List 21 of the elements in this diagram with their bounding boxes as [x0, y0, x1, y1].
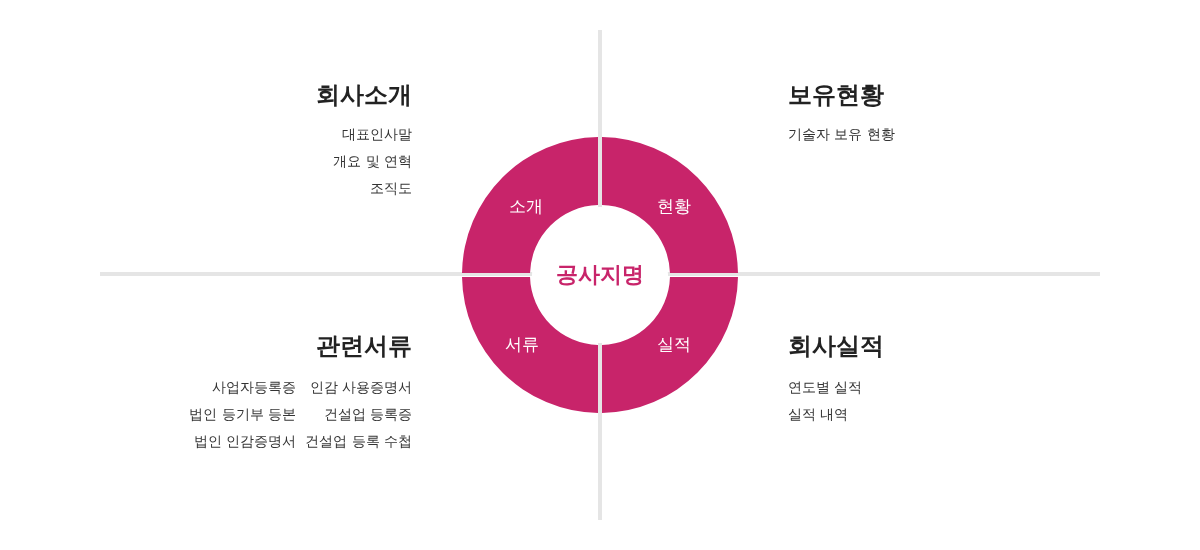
list-item: 사업자등록증	[212, 378, 296, 396]
list-item: 건설업 등록 수첩	[305, 432, 412, 450]
section-heading: 관련서류	[316, 331, 412, 361]
list-item: 법인 등기부 등본	[189, 405, 296, 423]
list-item: 건설업 등록증	[323, 405, 412, 423]
segment-label: 현황	[657, 195, 691, 218]
segment-label: 서류	[505, 333, 539, 356]
list-item: 실적 내역	[788, 405, 849, 423]
section-heading: 회사실적	[788, 331, 884, 361]
segment-label: 실적	[657, 333, 691, 356]
list-item: 개요 및 연혁	[333, 152, 412, 170]
list-item: 조직도	[370, 179, 412, 197]
section-heading: 보유현황	[788, 80, 884, 110]
segment-label: 소개	[509, 195, 543, 218]
list-item: 법인 인감증명서	[193, 432, 296, 450]
list-item: 대표인사말	[342, 125, 412, 143]
list-item: 연도별 실적	[788, 378, 863, 396]
section-heading: 회사소개	[316, 80, 412, 110]
center-title: 공사지명	[556, 261, 644, 289]
list-item: 인감 사용증명서	[309, 378, 412, 396]
list-item: 기술자 보유 현황	[788, 125, 895, 143]
